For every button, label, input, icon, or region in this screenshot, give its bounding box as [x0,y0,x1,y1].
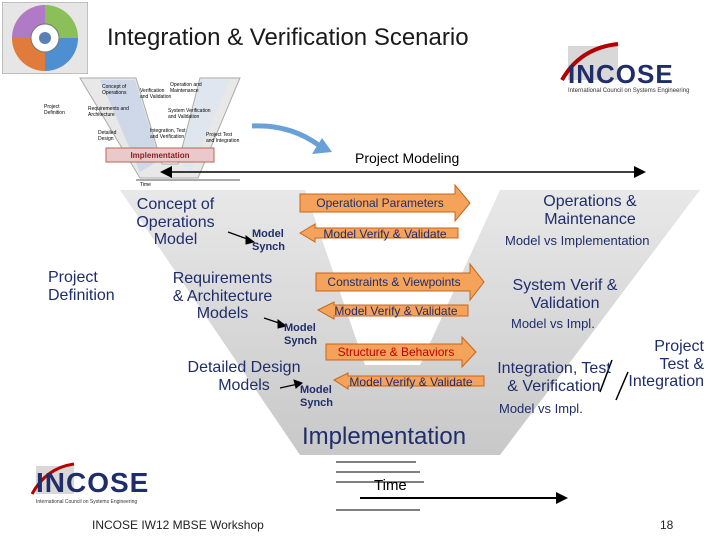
incose-swoosh-icon-bottom [30,462,75,495]
label-requirements-architecture: Requirements & Architecture Models [172,270,273,323]
svg-text:Project Test: Project Test [206,132,233,138]
label-system-verif-validation: System Verif & Validation [512,277,618,312]
svg-text:Detailed: Detailed [98,130,117,136]
incose-logo-text: INCOSE [568,59,674,89]
svg-text:Operation and: Operation and [170,82,202,88]
svg-text:Time: Time [140,182,151,187]
label-model-synch-2: Model Synch [284,322,318,348]
incose-logo-text-bottom: INCOSE [36,467,150,498]
se-wheel-icon [2,2,88,74]
label-detailed-design: Detailed Design Models [187,359,301,394]
label-concept-ops-model: Concept of Operations Model [136,196,215,249]
label-model-vs-impl-2: Model vs Impl. [499,401,583,416]
label-project-definition: Project Definition [48,269,115,304]
arrow-structure-behaviors [325,335,477,369]
label-constraints-viewpoints: Constraints & Viewpoints [327,275,461,289]
svg-text:Requirements and: Requirements and [88,106,129,112]
svg-text:Concept of: Concept of [102,84,127,90]
label-implementation: Implementation [302,423,467,450]
label-model-vs-implementation: Model vs Implementation [505,233,650,248]
svg-text:and Verification: and Verification [150,134,184,140]
svg-text:Implementation: Implementation [130,151,189,160]
label-model-vs-impl-1: Model vs Impl. [511,316,595,331]
label-operations-maintenance: Operations & Maintenance [543,193,637,228]
label-project-modeling: Project Modeling [355,150,460,166]
svg-text:Design: Design [98,136,114,142]
incose-swoosh-icon [560,42,619,82]
svg-text:Integration, Test: Integration, Test [150,128,186,134]
arrow-constraints-viewpoints [315,262,485,302]
label-model-verify-1: Model Verify & Validate [323,227,447,241]
svg-text:System Verification: System Verification [168,108,211,114]
label-operational-parameters: Operational Parameters [316,196,444,210]
model-synch-arrows [227,231,303,389]
label-model-synch-1: Model Synch [252,228,286,254]
arrow-model-verify-3 [332,372,485,390]
incose-logo-bottom: INCOSE International Council on Systems … [30,462,175,512]
v-model-thumbnail: Implementation Concept of Operations Req… [44,77,241,187]
label-structure-behaviors: Structure & Behaviors [337,345,455,359]
incose-logo-subtitle-bottom: International Council on Systems Enginee… [36,499,138,505]
label-integration-test: Integration, Test & Verification [497,360,611,395]
label-model-verify-2: Model Verify & Validate [334,304,458,318]
slide-title: Integration & Verification Scenario [107,24,469,51]
incose-logo-top: INCOSE International Council on Systems … [560,42,695,102]
label-time: Time [374,477,407,494]
svg-text:Project: Project [44,104,60,110]
arrow-model-verify-2 [316,301,469,320]
arrow-operational-parameters [299,183,471,223]
svg-text:and Validation: and Validation [168,114,200,120]
label-model-synch-3: Model Synch [300,384,334,410]
svg-text:Verification: Verification [140,88,165,94]
page-number: 18 [660,518,674,532]
svg-text:Operations: Operations [102,90,127,96]
svg-text:and Integration: and Integration [206,138,240,144]
footer-text: INCOSE IW12 MBSE Workshop [92,518,264,532]
incose-logo-subtitle: International Council on Systems Enginee… [568,88,690,94]
svg-text:and Validation: and Validation [140,94,172,100]
label-model-verify-3: Model Verify & Validate [349,375,473,389]
zoom-arrow [251,123,332,154]
label-project-test-integration: Project Test & Integration [628,338,704,391]
svg-text:Maintenance: Maintenance [170,88,199,94]
svg-text:Architecture: Architecture [88,112,115,118]
arrow-model-verify-1 [299,223,459,243]
svg-text:Definition: Definition [44,110,65,116]
